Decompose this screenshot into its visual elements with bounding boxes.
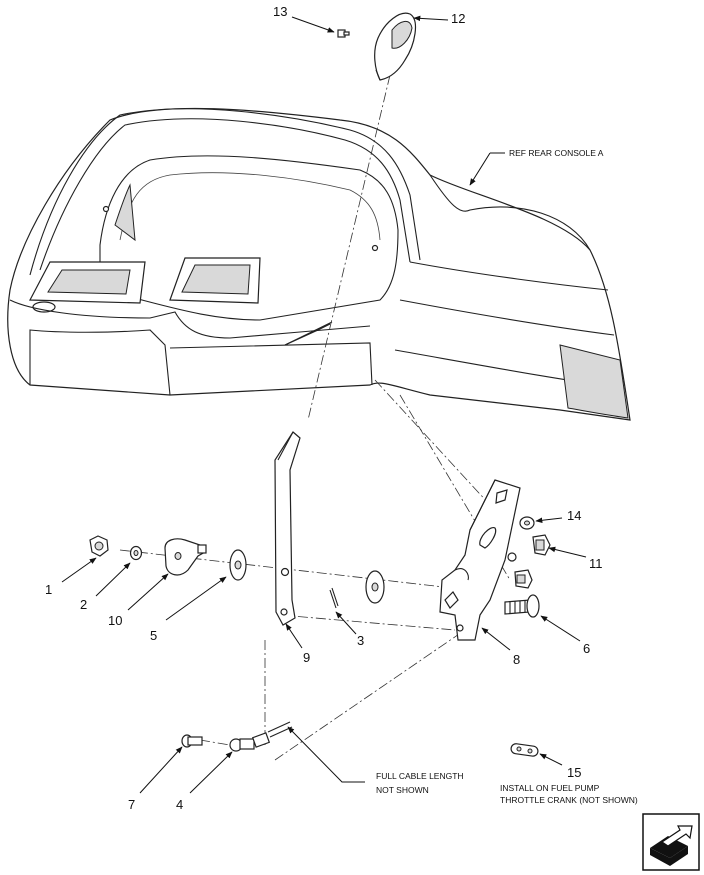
install-note-line-2: THROTTLE CRANK (NOT SHOWN) — [500, 795, 638, 805]
callout-1: 1 — [45, 582, 52, 597]
cotter-pin-part-3 — [329, 587, 339, 609]
callout-13: 13 — [273, 4, 287, 19]
callout-9: 9 — [303, 650, 310, 665]
callout-10: 10 — [108, 613, 122, 628]
friction-disc-part-5 — [229, 549, 247, 581]
callout-leaders — [61, 15, 587, 794]
cable-clip-part-15 — [510, 743, 539, 757]
callout-4: 4 — [176, 797, 183, 812]
callout-12: 12 — [451, 11, 465, 26]
throttle-knob-part-12 — [374, 12, 417, 81]
diagram-notes: REF REAR CONSOLE A FULL CABLE LENGTH NOT… — [376, 148, 638, 805]
throttle-lever-part-9 — [274, 431, 301, 626]
set-screw-part-13 — [337, 29, 350, 38]
callout-14: 14 — [567, 508, 581, 523]
callout-11: 11 — [589, 556, 603, 571]
callout-3: 3 — [357, 633, 364, 648]
callout-8: 8 — [513, 652, 520, 667]
bolt-part-11 — [532, 534, 551, 556]
callout-5: 5 — [150, 628, 157, 643]
clevis-pin-part-7 — [181, 734, 203, 748]
callout-15: 15 — [567, 765, 581, 780]
cable-length-note-line-1: FULL CABLE LENGTH — [376, 771, 464, 781]
cable-length-note-line-2: NOT SHOWN — [376, 785, 429, 795]
carriage-bolt-part-6 — [504, 594, 540, 618]
washer-part-14 — [519, 516, 535, 530]
install-note-line-1: INSTALL ON FUEL PUMP — [500, 783, 600, 793]
callout-6: 6 — [583, 641, 590, 656]
rear-console — [7, 107, 631, 421]
locknut-part-1 — [89, 535, 109, 557]
callout-2: 2 — [80, 597, 87, 612]
rear-console-reference-note: REF REAR CONSOLE A — [509, 148, 604, 158]
callout-labels: 13 12 1 2 10 5 3 9 8 6 11 14 7 4 15 — [45, 4, 603, 812]
friction-disc-right — [365, 570, 385, 604]
mounting-bracket-part-8 — [439, 479, 521, 641]
next-page-arrow-icon[interactable] — [642, 813, 700, 871]
cable-end-part-4 — [229, 721, 293, 752]
washer-part-2 — [129, 545, 143, 561]
friction-plate-part-10 — [164, 538, 207, 576]
bolt-lower — [514, 569, 533, 589]
callout-7: 7 — [128, 797, 135, 812]
